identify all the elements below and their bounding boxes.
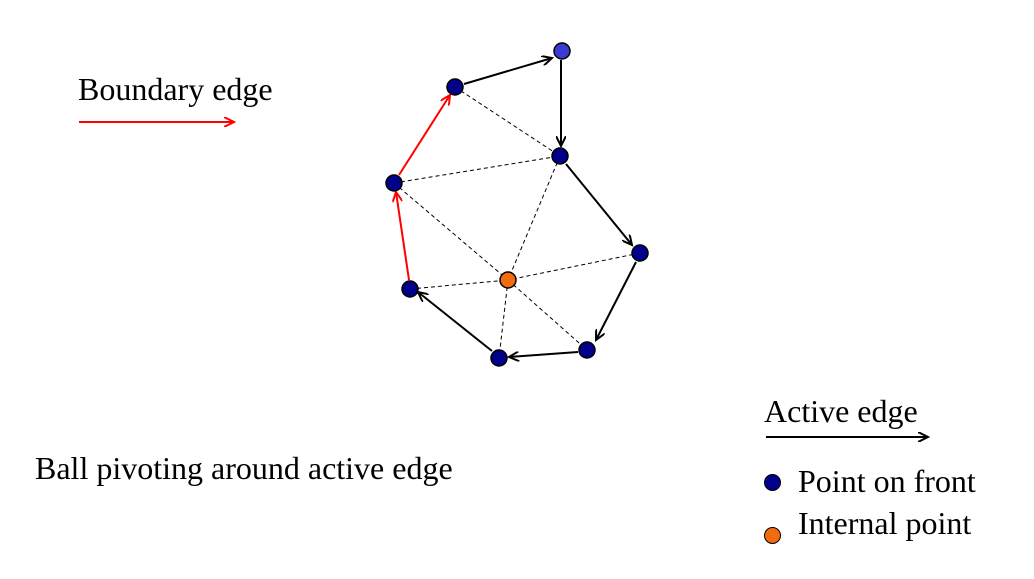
front-point <box>631 244 649 262</box>
active-edge <box>596 261 637 340</box>
front-point <box>551 147 569 165</box>
internal-edge <box>507 155 561 281</box>
orange-dot-icon <box>764 527 781 544</box>
boundary-edge <box>398 95 450 176</box>
caption: Ball pivoting around active edge <box>35 450 453 486</box>
internal-edges <box>393 86 641 359</box>
internal-edge <box>393 155 561 184</box>
front-point <box>553 42 571 60</box>
internal-point <box>499 271 517 289</box>
internal-edge <box>498 279 509 359</box>
front-point <box>446 78 464 96</box>
internal-edge <box>409 279 509 290</box>
active-edge <box>463 58 552 85</box>
front-point <box>401 280 419 298</box>
front-point <box>490 349 508 367</box>
front-point <box>385 174 403 192</box>
blue-dot-icon <box>764 474 781 491</box>
boundary-edge-label: Boundary edge <box>78 71 273 107</box>
points <box>385 42 649 367</box>
internal-edge <box>507 252 641 281</box>
active-edge <box>418 292 493 352</box>
active-edge <box>509 351 579 357</box>
internal-edge <box>454 86 561 157</box>
active-edges <box>418 58 637 357</box>
internal-point-label: Internal point <box>798 505 972 541</box>
active-edge-label: Active edge <box>764 393 918 429</box>
internal-edge <box>507 279 588 351</box>
front-point <box>578 341 596 359</box>
internal-edge <box>393 182 509 281</box>
point-on-front-label: Point on front <box>798 463 976 499</box>
active-edge <box>565 163 632 245</box>
boundary-edge <box>396 192 410 281</box>
boundary-edges <box>396 95 450 281</box>
